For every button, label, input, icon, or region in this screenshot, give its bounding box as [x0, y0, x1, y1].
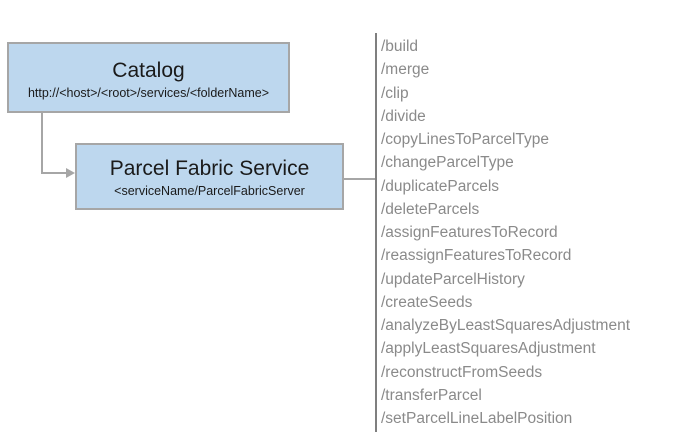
- endpoint-item: /copyLinesToParcelType: [381, 131, 550, 148]
- endpoint-item: /duplicateParcels: [381, 177, 500, 195]
- endpoint-item: /assignFeaturesToRecord: [381, 224, 558, 241]
- catalog-to-service-connector-horizontal: [41, 172, 68, 174]
- endpoint-item: /merge: [381, 61, 430, 79]
- endpoint-item: /applyLeastSquaresAdjustment: [381, 340, 596, 358]
- parcel-fabric-service-node-title: Parcel Fabric Service: [109, 156, 310, 180]
- endpoint-item: /changeParcelType: [381, 154, 514, 172]
- endpoint-item: /reconstructFromSeeds: [381, 363, 543, 381]
- service-to-endpoints-connector: [344, 178, 375, 180]
- endpoint-item: /clip: [381, 84, 409, 102]
- catalog-node-title: Catalog: [112, 58, 185, 82]
- catalog-node-subtitle: http://<host>/<root>/services/<folderNam…: [27, 85, 270, 100]
- endpoint-item: /updateParcelHistory: [381, 270, 525, 288]
- endpoint-item: /build: [381, 38, 419, 55]
- endpoint-item: /setParcelLineLabelPosition: [381, 410, 573, 427]
- endpoint-list: /build/merge/clip/divide/copyLinesToParc…: [381, 35, 686, 430]
- endpoint-item: /divide: [381, 107, 426, 125]
- endpoint-item: /analyzeByLeastSquaresAdjustment: [381, 317, 631, 334]
- endpoint-item: /createSeeds: [381, 293, 473, 311]
- endpoints-divider-line: [375, 33, 377, 432]
- parcel-fabric-service-node: Parcel Fabric Service <serviceName/Parce…: [75, 143, 344, 210]
- endpoint-item: /deleteParcels: [381, 200, 480, 218]
- catalog-node: Catalog http://<host>/<root>/services/<f…: [7, 42, 290, 113]
- parcel-fabric-service-node-subtitle: <serviceName/ParcelFabricServer: [114, 183, 305, 198]
- catalog-to-service-connector-vertical: [41, 113, 43, 173]
- endpoint-item: /reassignFeaturesToRecord: [381, 247, 572, 265]
- endpoint-item: /transferParcel: [381, 386, 482, 404]
- arrow-head-icon: [66, 168, 75, 178]
